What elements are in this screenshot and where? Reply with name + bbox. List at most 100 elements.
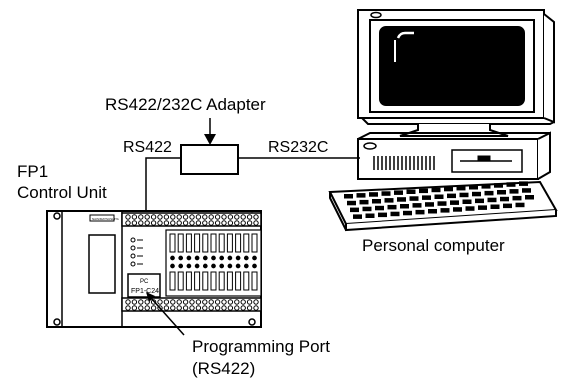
terminal-screw <box>182 214 189 220</box>
adapter-arrow <box>204 118 216 145</box>
adapter-box <box>180 144 239 175</box>
terminal-screw <box>189 299 195 305</box>
terminal-screw <box>150 220 157 226</box>
key <box>394 190 403 195</box>
terminal-screw <box>202 299 208 305</box>
terminal-screw <box>163 220 170 226</box>
unit-tag: NAIS/MATSUSHITA <box>92 217 119 221</box>
unit-model-text: FP1-C24 <box>131 288 159 295</box>
io-slot <box>243 233 250 253</box>
terminal-screw <box>221 305 227 311</box>
key <box>497 190 506 195</box>
key <box>347 200 356 206</box>
key <box>365 213 375 218</box>
programming-port-sub-label: (RS422) <box>192 359 256 378</box>
key <box>490 204 500 209</box>
terminal-screw <box>214 214 221 220</box>
key <box>375 205 384 211</box>
terminal-screw <box>157 220 163 226</box>
terminal-screw <box>131 214 138 220</box>
key <box>522 188 531 193</box>
io-led <box>235 263 241 269</box>
io-slot <box>202 233 209 253</box>
key <box>453 207 462 212</box>
key <box>406 189 416 194</box>
io-slot <box>210 271 217 291</box>
terminal-screw <box>131 299 138 305</box>
terminal-screw <box>125 220 131 226</box>
terminal-screw <box>202 305 208 311</box>
key <box>465 206 475 211</box>
terminal-screw <box>125 299 131 305</box>
io-led <box>170 263 175 269</box>
terminal-screw <box>163 299 170 305</box>
key <box>378 212 387 218</box>
terminal-screw <box>208 299 214 305</box>
key <box>475 198 484 204</box>
io-slot <box>177 233 184 253</box>
terminal-screw <box>253 214 259 220</box>
key <box>359 199 369 205</box>
io-slot <box>202 271 209 291</box>
vent-slots <box>373 156 435 170</box>
programming-port <box>127 273 161 298</box>
key <box>515 202 525 208</box>
key <box>372 199 381 204</box>
terminal-screw <box>138 220 144 226</box>
adapter-label: RS422/232C Adapter <box>105 95 266 114</box>
key <box>344 194 353 199</box>
terminal-screw <box>208 220 214 226</box>
key <box>425 202 434 207</box>
terminal-screw <box>195 220 202 226</box>
terminal-screw <box>163 214 170 220</box>
terminal-screw <box>138 299 144 305</box>
io-led <box>252 255 257 261</box>
key <box>525 195 534 200</box>
terminal-screw <box>246 220 253 226</box>
programming-port-label: Programming Port <box>192 337 330 356</box>
terminal-screw <box>170 220 176 226</box>
terminal-screw <box>138 214 144 220</box>
terminal-screw <box>195 305 202 311</box>
key <box>447 193 456 199</box>
bottom-terminal-block <box>121 297 262 312</box>
keyboard-keys <box>344 181 534 219</box>
key <box>503 203 512 209</box>
key <box>431 187 441 193</box>
io-led <box>202 255 208 261</box>
io-led <box>178 255 184 261</box>
key <box>434 194 444 199</box>
terminal-screw <box>195 299 202 305</box>
key <box>390 211 400 217</box>
terminal-screw <box>221 299 227 305</box>
io-led <box>243 263 249 269</box>
terminal-screw <box>131 220 138 226</box>
key <box>412 203 422 208</box>
rs422-label: RS422 <box>123 139 172 156</box>
terminal-screw <box>144 305 150 311</box>
io-slot <box>243 271 250 291</box>
port-arrow <box>146 292 185 336</box>
terminal-screw <box>234 220 240 226</box>
fp1-control-unit <box>46 210 262 328</box>
key <box>353 214 362 219</box>
io-led <box>211 255 216 261</box>
key <box>440 208 450 213</box>
fp1-cover <box>88 234 116 294</box>
io-led <box>194 255 200 261</box>
io-led <box>202 263 208 269</box>
terminal-screw <box>176 305 182 311</box>
key <box>519 181 528 186</box>
terminal-screw <box>189 220 195 226</box>
key <box>387 204 397 210</box>
terminal-screw <box>246 305 253 311</box>
key <box>397 197 406 202</box>
io-slot <box>218 271 225 291</box>
key <box>469 185 478 190</box>
key <box>459 192 469 198</box>
io-slot <box>218 233 225 253</box>
key <box>403 210 412 216</box>
io-slot <box>210 233 217 253</box>
